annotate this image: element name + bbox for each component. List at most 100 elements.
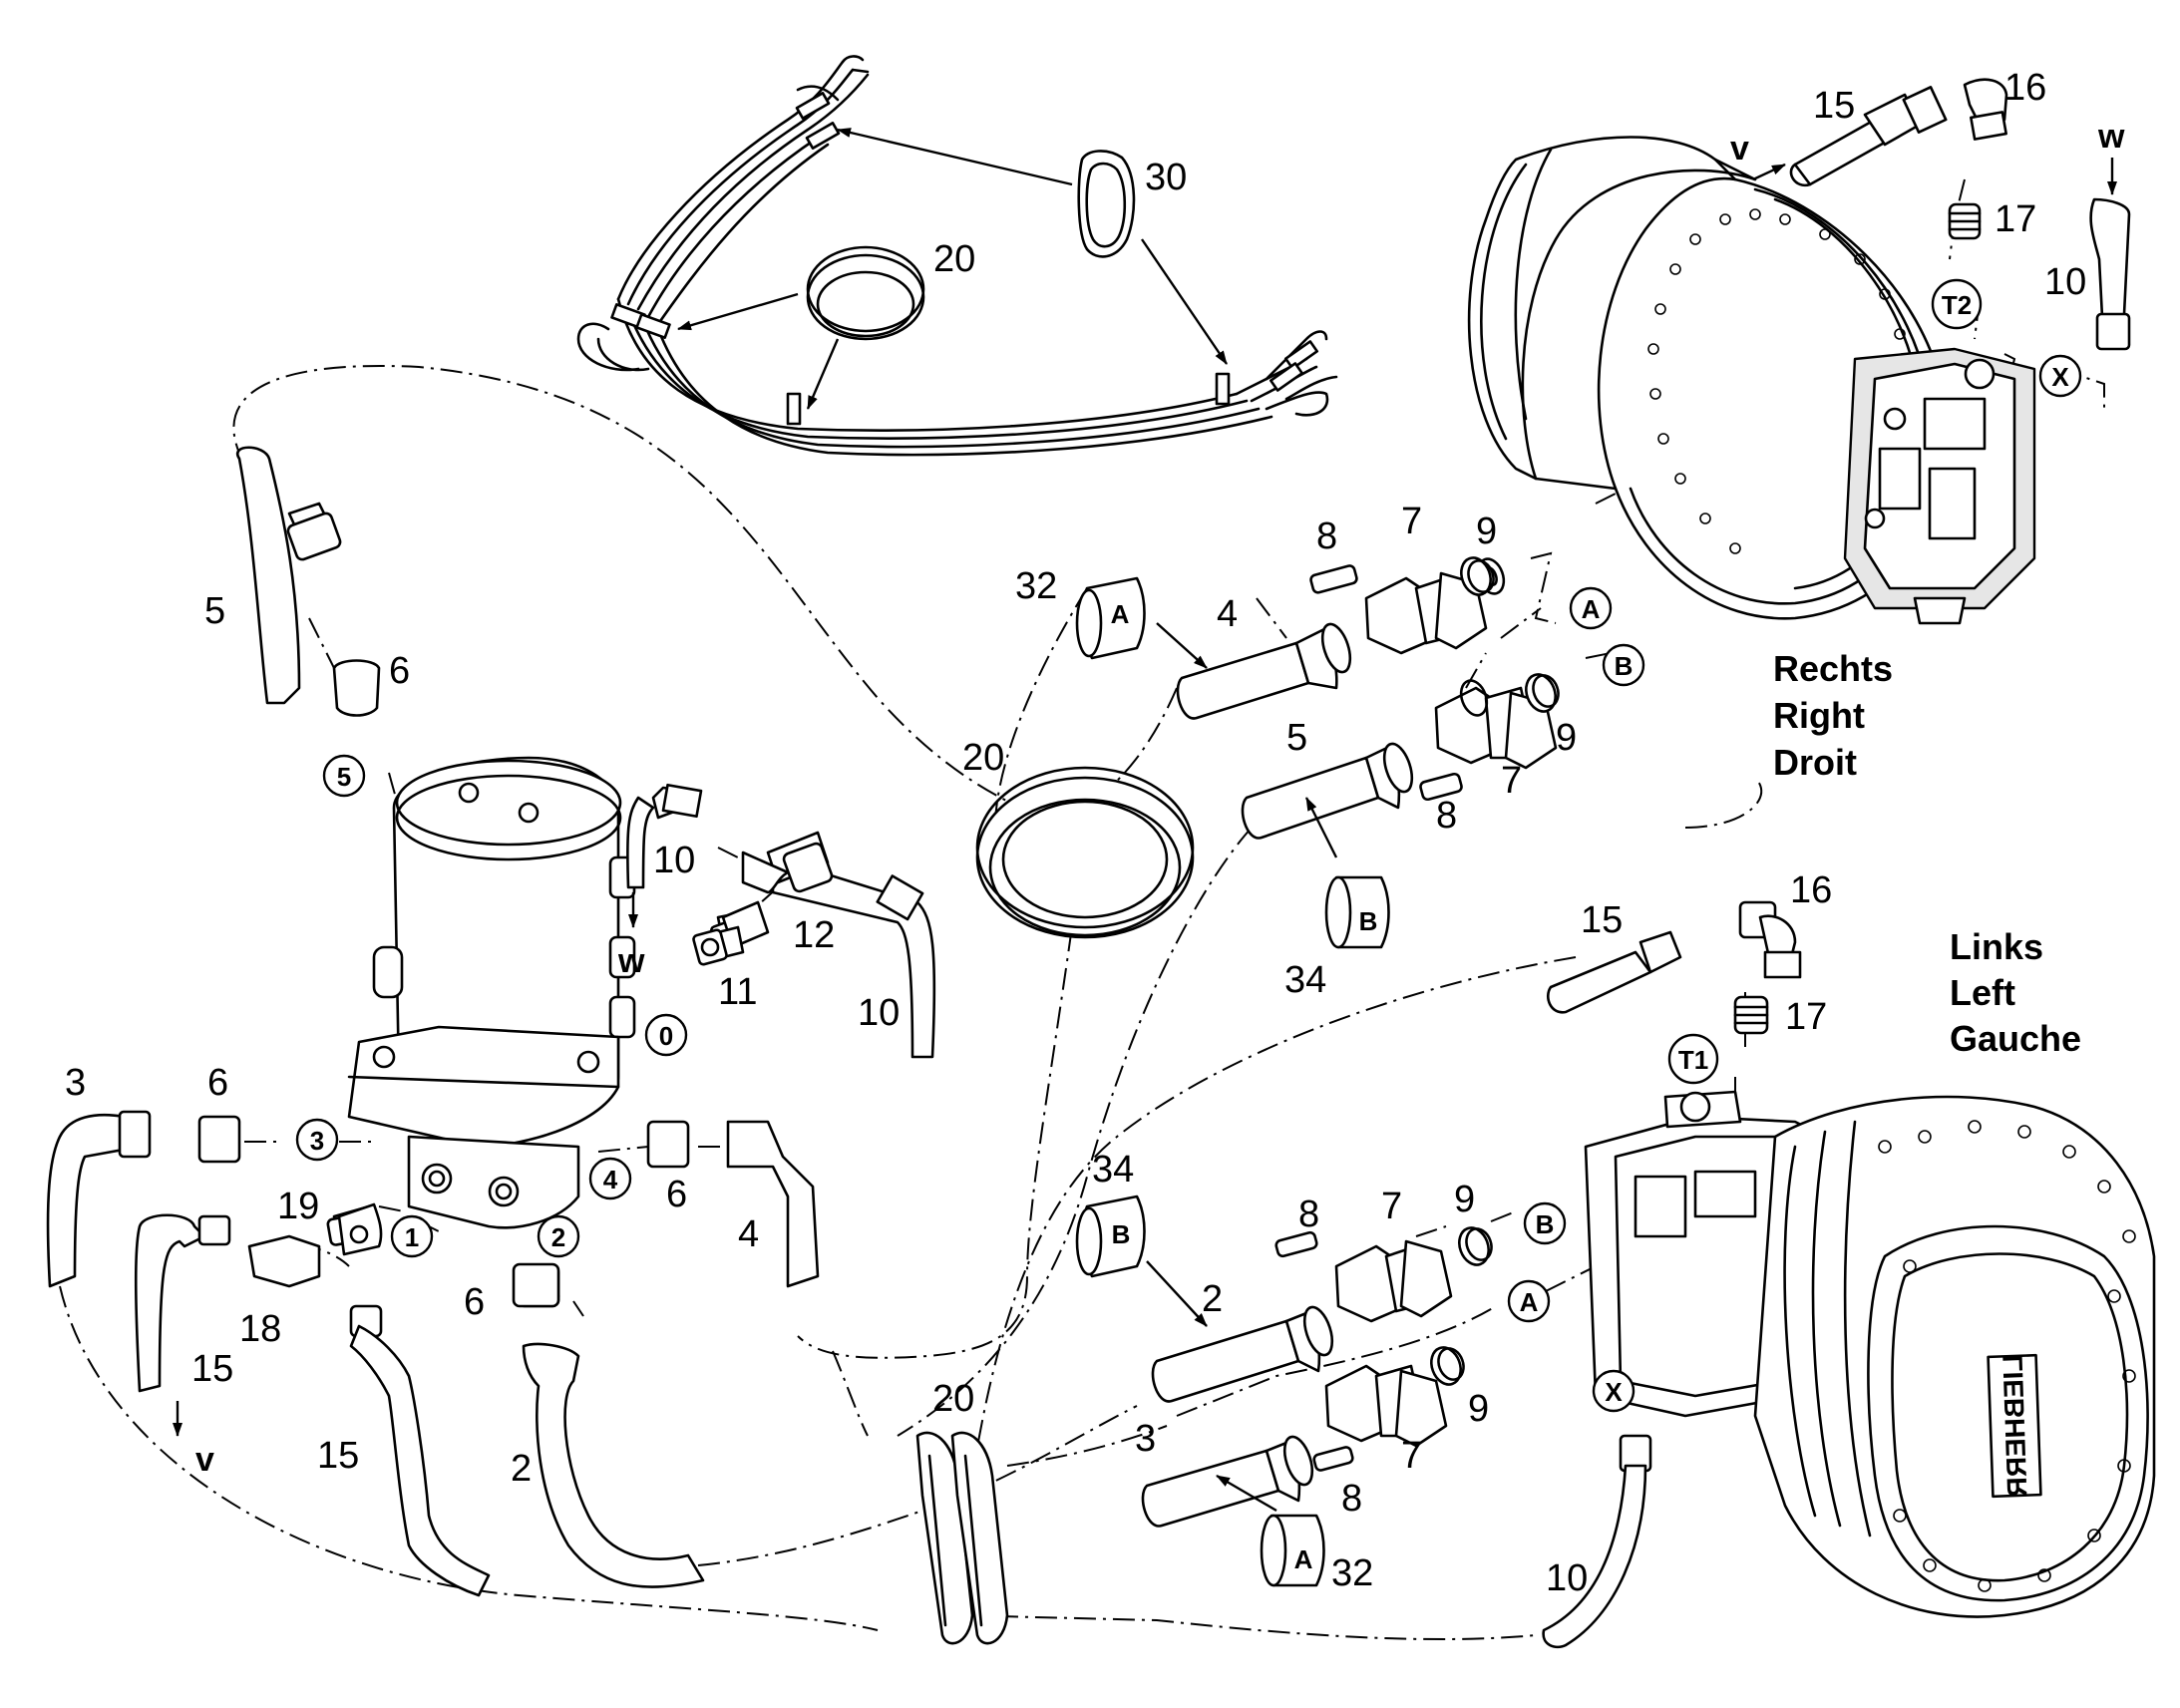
side-label-left: Links Left Gauche: [1950, 926, 2081, 1059]
callout: 9: [1468, 1388, 1489, 1430]
marker-A-left: A: [1507, 1279, 1551, 1323]
right-motor-bolt-ring: [1647, 208, 1906, 554]
rotary-joint: [347, 756, 636, 1229]
marker-3: 3: [295, 1118, 339, 1162]
svg-text:T1: T1: [1678, 1045, 1708, 1075]
svg-text:3: 3: [310, 1126, 324, 1156]
marker-X-right: X: [2038, 354, 2082, 398]
side-label-line: Droit: [1773, 742, 1857, 783]
circle-markers: 5 0 3 4 1 2 A B T2 X T1 B A X: [295, 278, 2082, 1413]
side-label-line: Rechts: [1773, 648, 1893, 689]
callout: 16: [2004, 67, 2046, 109]
marker-T2: T2: [1931, 278, 1983, 330]
callout: 10: [653, 840, 695, 881]
callout: 3: [65, 1062, 86, 1104]
side-label-right: Rechts Right Droit: [1773, 648, 1893, 783]
wiring-harness: [576, 55, 1338, 457]
callout: 16: [1790, 869, 1832, 911]
callout: 32: [1015, 565, 1057, 607]
callout: 15: [1813, 85, 1855, 127]
stamp-label: B: [1359, 906, 1378, 936]
marker-B-left: B: [1523, 1201, 1567, 1245]
callout: 30: [1145, 157, 1187, 198]
right-fittings: [1789, 78, 2131, 351]
callout: 4: [1217, 593, 1238, 635]
svg-text:X: X: [2051, 362, 2069, 392]
callout: 32: [1331, 1552, 1373, 1594]
svg-text:T2: T2: [1942, 290, 1972, 320]
marker-4: 4: [588, 1157, 632, 1200]
part-20-grommet-bottom: [915, 1431, 1009, 1645]
callout: 11: [718, 971, 757, 1013]
callout: 3: [1135, 1418, 1156, 1460]
direction-letter: v: [195, 1441, 214, 1479]
stamp-sleeves-right: A B: [1075, 576, 1390, 949]
harness-arrows: [677, 128, 1228, 410]
callout: 6: [389, 650, 410, 692]
callout: 7: [1401, 1435, 1422, 1477]
stamp-label: B: [1112, 1219, 1131, 1249]
brand-plate: LIEBHERR: [1987, 1353, 2042, 1499]
callout: 19: [277, 1186, 319, 1227]
svg-text:4: 4: [603, 1165, 618, 1195]
part-30-ring: [1077, 150, 1136, 258]
marker-A-right: A: [1569, 586, 1613, 630]
part-20-grommet-middle: [975, 766, 1195, 939]
callout: 6: [207, 1062, 228, 1104]
direction-letter: w: [2097, 118, 2125, 156]
side-label-line: Right: [1773, 695, 1865, 736]
callout: 17: [1785, 996, 1827, 1038]
marker-T1: T1: [1667, 1033, 1719, 1085]
marker-0: 0: [644, 1013, 688, 1057]
svg-text:X: X: [1605, 1377, 1623, 1407]
svg-text:0: 0: [659, 1021, 673, 1051]
callout: 15: [1581, 899, 1623, 941]
callout: 8: [1436, 795, 1457, 837]
brand-text: LIEBHERR: [1998, 1354, 2033, 1498]
callout: 7: [1381, 1186, 1402, 1227]
part-20-grommet-top: [806, 245, 925, 341]
callout: 34: [1284, 959, 1326, 1001]
marker-B-right: B: [1602, 643, 1645, 687]
callout: 9: [1476, 511, 1497, 552]
callout: 17: [1995, 198, 2036, 240]
left-motor-bolt-ring: [1878, 1120, 2136, 1592]
callout: 2: [1202, 1278, 1223, 1320]
callout: 7: [1401, 501, 1422, 542]
callout: 5: [204, 590, 225, 632]
marker-X-left: X: [1592, 1369, 1635, 1413]
svg-text:B: B: [1615, 651, 1634, 681]
callout: 12: [793, 914, 835, 956]
left-travel-motor: LIEBHERR: [1584, 1090, 2156, 1618]
callout: 6: [666, 1174, 687, 1215]
callout: 20: [962, 737, 1004, 779]
svg-text:B: B: [1536, 1209, 1555, 1239]
right-travel-motor: [1467, 136, 2036, 625]
callout: 15: [191, 1348, 233, 1390]
callout: 2: [511, 1448, 532, 1490]
marker-1: 1: [390, 1214, 434, 1258]
side-label-line: Links: [1950, 926, 2043, 967]
callout: 20: [932, 1378, 974, 1420]
stamp-label: A: [1111, 599, 1130, 629]
callout-numbers: 30 20 15 16 17 10 8 7 9 32 4 9 5 7 8 34 …: [65, 67, 2086, 1599]
stamp-label: A: [1294, 1544, 1313, 1574]
callout: 8: [1341, 1478, 1362, 1520]
callout: 9: [1556, 717, 1577, 759]
stamp-sleeves-left: B A: [1075, 1195, 1325, 1587]
callout: 18: [239, 1308, 281, 1350]
left-motor-fittings: [1542, 900, 1802, 1649]
callout: 10: [1546, 1557, 1588, 1599]
direction-letters: v w w v: [195, 118, 2125, 1479]
direction-letter: w: [617, 942, 645, 980]
left-fittings: [337, 842, 834, 1308]
svg-text:5: 5: [337, 762, 351, 792]
marker-2: 2: [537, 1214, 580, 1258]
svg-text:2: 2: [551, 1222, 565, 1252]
callout: 9: [1454, 1179, 1475, 1220]
callout: 5: [1286, 717, 1307, 759]
callout: 20: [933, 238, 975, 280]
direction-letter: v: [1730, 130, 1749, 168]
